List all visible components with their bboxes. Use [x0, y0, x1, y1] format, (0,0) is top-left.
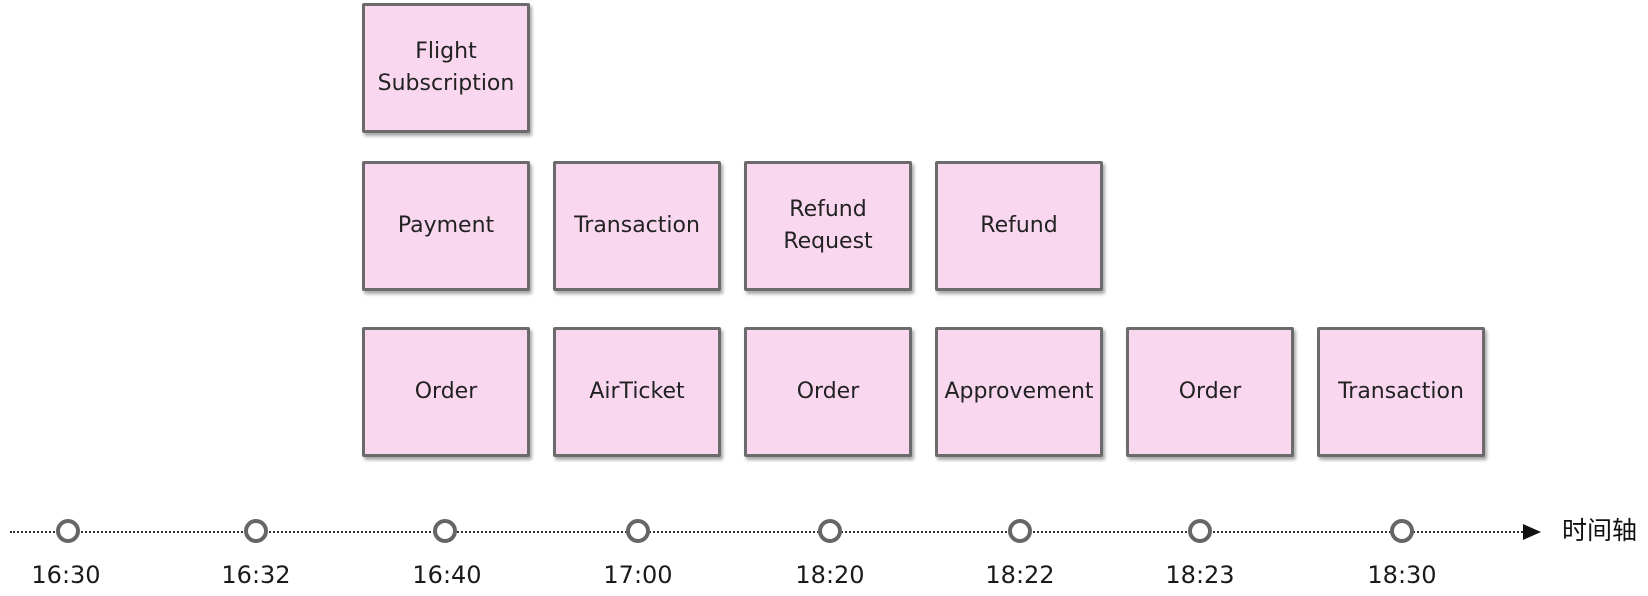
card-label: Flight Subscription — [377, 39, 515, 96]
timeline-tick-marker — [244, 519, 268, 543]
timeline-tick-marker — [626, 519, 650, 543]
card-label: Payment — [397, 213, 495, 238]
timeline-tick-marker — [433, 519, 457, 543]
card-label: Refund Request — [783, 197, 873, 254]
timeline-tick-label: 18:23 — [1165, 561, 1235, 589]
event-card-payment: Payment — [362, 161, 530, 291]
event-card-order: Order — [1126, 327, 1294, 457]
event-card-refund: Refund — [935, 161, 1103, 291]
event-card-order: Order — [744, 327, 912, 457]
timeline-tick-marker — [1188, 519, 1212, 543]
timeline-tick-label: 16:32 — [221, 561, 291, 589]
event-card-transaction: Transaction — [1317, 327, 1485, 457]
card-label: Order — [796, 379, 860, 404]
event-card-order: Order — [362, 327, 530, 457]
timeline-tick-marker — [818, 519, 842, 543]
timeline-axis-label: 时间轴 — [1562, 516, 1638, 545]
timeline-tick-marker — [56, 519, 80, 543]
card-label: Order — [1178, 379, 1242, 404]
event-card-airticket: AirTicket — [553, 327, 721, 457]
timeline-tick-label: 17:00 — [603, 561, 673, 589]
event-card-transaction: Transaction — [553, 161, 721, 291]
timeline-tick-label: 16:40 — [412, 561, 482, 589]
card-label: Transaction — [574, 213, 700, 238]
arrow-right-icon — [1523, 524, 1541, 540]
timeline-axis-line — [10, 531, 1535, 533]
card-label: Transaction — [1338, 379, 1464, 404]
card-label: Order — [414, 379, 478, 404]
timeline-tick-label: 18:22 — [985, 561, 1055, 589]
event-card-approvement: Approvement — [935, 327, 1103, 457]
timeline-tick-label: 16:30 — [31, 561, 101, 589]
timeline-tick-marker — [1390, 519, 1414, 543]
event-card-refund-request: Refund Request — [744, 161, 912, 291]
card-label: Approvement — [944, 379, 1094, 404]
card-label: AirTicket — [589, 379, 685, 404]
timeline-tick-label: 18:20 — [795, 561, 865, 589]
timeline-tick-label: 18:30 — [1367, 561, 1437, 589]
event-card-flight-subscription: Flight Subscription — [362, 3, 530, 133]
card-label: Refund — [980, 213, 1058, 238]
timeline-tick-marker — [1008, 519, 1032, 543]
